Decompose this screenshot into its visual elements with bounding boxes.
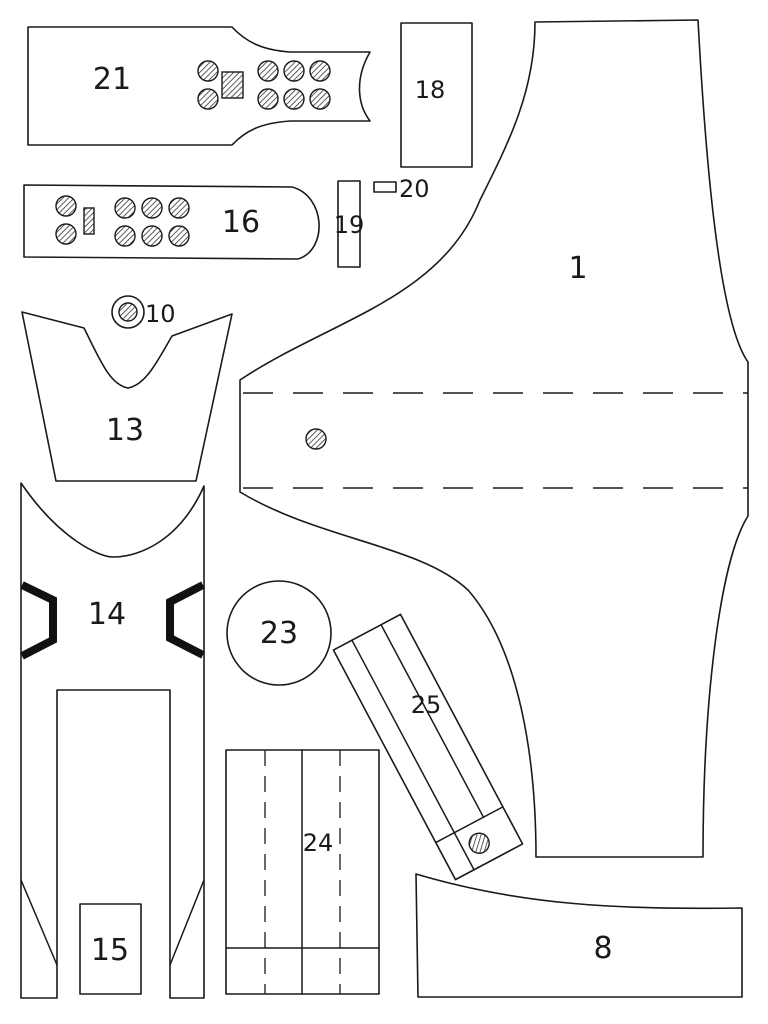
piece-23-label: 23 [260,616,298,651]
piece-19-label: 19 [334,211,365,239]
piece-25 [332,613,524,881]
piece-18-label: 18 [415,76,446,104]
piece-1-label: 1 [568,251,587,286]
piece-21-label: 21 [93,62,131,97]
piece-24: 24 [225,749,380,995]
piece-15-label: 15 [91,933,129,968]
piece-10: 10 [111,295,176,329]
piece-13: 13 [21,311,233,482]
piece-19: 19 [334,180,365,268]
piece-14: 14 [20,482,205,999]
piece-8: 8 [415,873,743,998]
piece-8-label: 8 [593,931,612,966]
piece-23: 23 [226,580,332,686]
piece-21: 21 [27,26,371,146]
piece-16: 16 [23,184,320,260]
piece-15: 15 [79,903,142,995]
piece-13-label: 13 [106,413,144,448]
piece-25-label: 25 [411,691,442,719]
piece-16-label: 16 [222,205,260,240]
piece-14-label: 14 [88,597,126,632]
piece-20: 20 [373,175,430,203]
piece-18: 18 [400,22,473,168]
piece-20-label: 20 [399,175,430,203]
piece-10-label: 10 [145,300,176,328]
piece-1-hole [305,428,327,450]
piece-24-label: 24 [303,829,334,857]
piece-1: 1 [239,19,749,858]
